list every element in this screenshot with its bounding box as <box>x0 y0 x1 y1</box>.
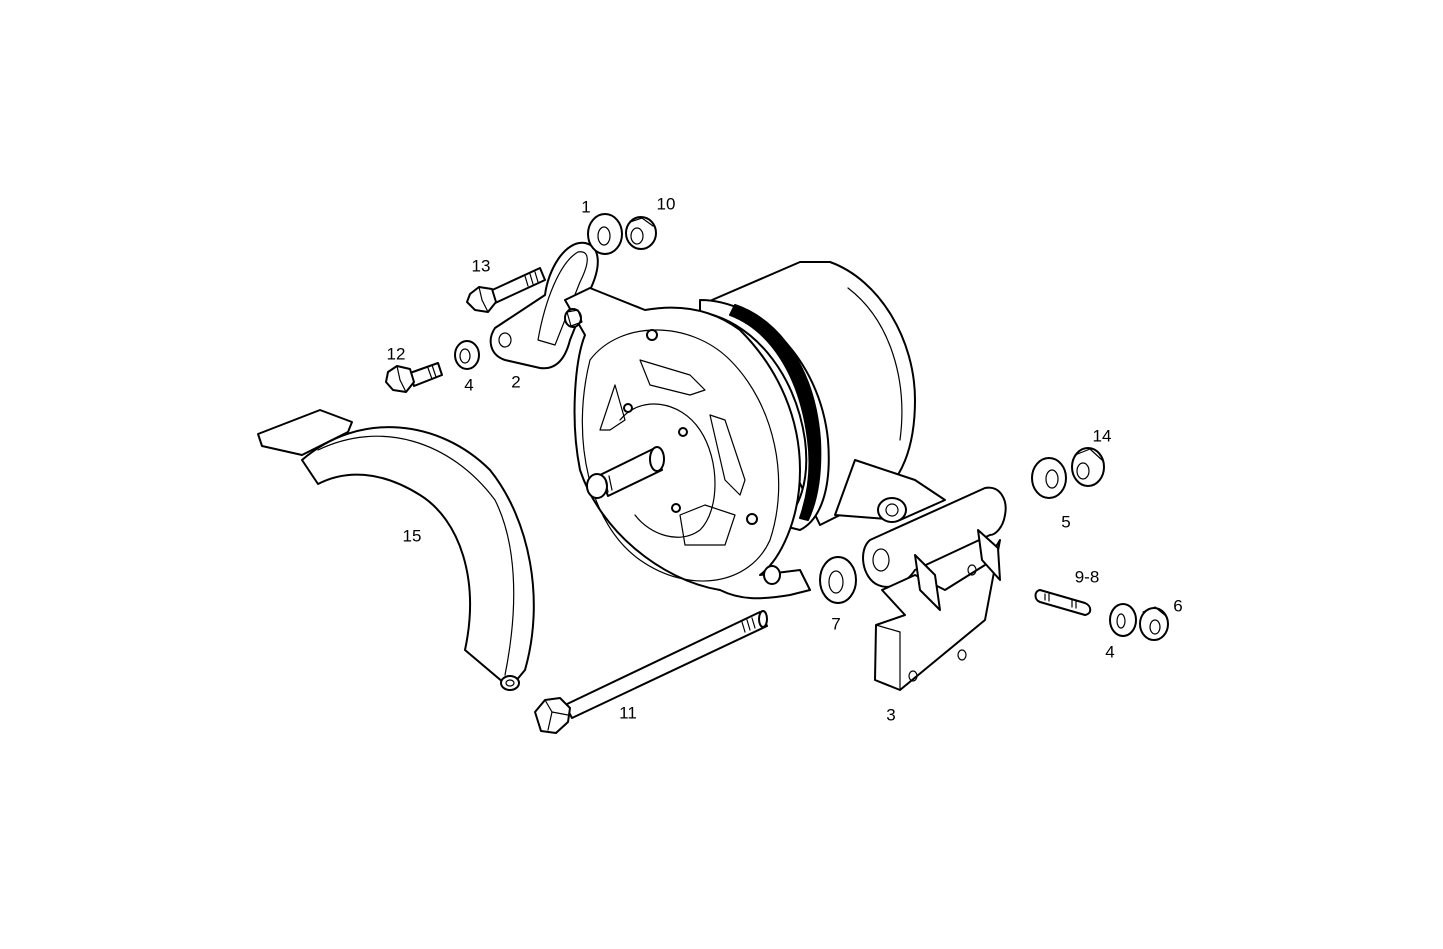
long-bolt-part-11 <box>534 610 768 734</box>
callout-14: 14 <box>1092 426 1112 446</box>
washer-part-5 <box>1031 457 1067 499</box>
callout-3: 3 <box>886 705 896 725</box>
callout-6: 6 <box>1173 596 1183 616</box>
belt-guard-part-15 <box>257 409 535 691</box>
callout-10: 10 <box>656 194 676 214</box>
callout-5: 5 <box>1061 512 1071 532</box>
bolt-part-12 <box>385 362 443 393</box>
alternator-shaft <box>586 446 665 499</box>
callout-4-upper: 4 <box>464 375 474 395</box>
callout-9-8: 9-8 <box>1074 567 1100 587</box>
callout-11: 11 <box>619 703 637 723</box>
callout-15: 15 <box>402 526 422 546</box>
callout-2: 2 <box>511 372 521 392</box>
callout-13: 13 <box>471 256 491 276</box>
callout-1: 1 <box>581 197 591 217</box>
washer-part-7 <box>819 556 857 604</box>
stator-winding <box>699 299 830 531</box>
nut-part-10 <box>625 216 657 250</box>
washer-part-1 <box>587 213 623 255</box>
bolt-part-13 <box>466 267 546 313</box>
washer-part-4-upper <box>454 340 480 370</box>
callout-12: 12 <box>386 344 406 364</box>
nut-part-14 <box>1071 447 1105 487</box>
washer-part-4-lower <box>1109 603 1137 637</box>
mounting-bracket-part-3 <box>862 486 1007 691</box>
alternator-front-housing <box>564 287 811 600</box>
callout-7: 7 <box>831 614 841 634</box>
nut-part-6 <box>1139 606 1169 641</box>
callout-4-lower: 4 <box>1105 642 1115 662</box>
stud-part-9-8 <box>1034 589 1092 616</box>
adjusting-bracket-part-2 <box>489 241 599 370</box>
